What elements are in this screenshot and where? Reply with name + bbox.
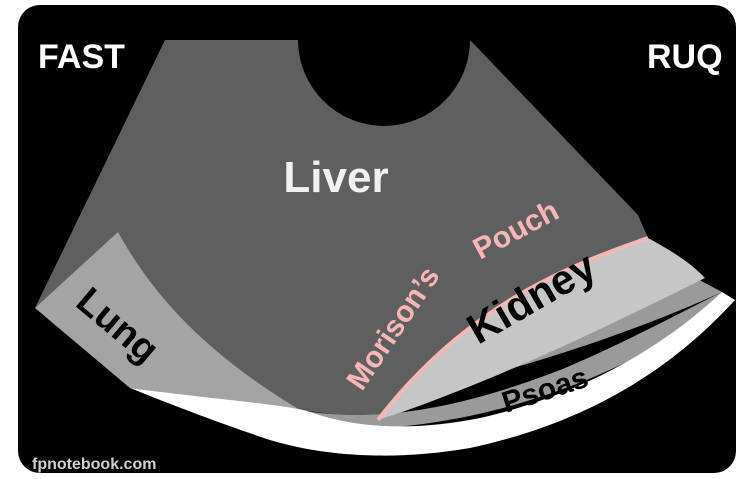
corner-label-right: RUQ: [647, 38, 723, 76]
liver-label: Liver: [283, 153, 388, 202]
corner-label-left: FAST: [38, 38, 125, 76]
credit-text: fpnotebook.com: [32, 456, 156, 473]
